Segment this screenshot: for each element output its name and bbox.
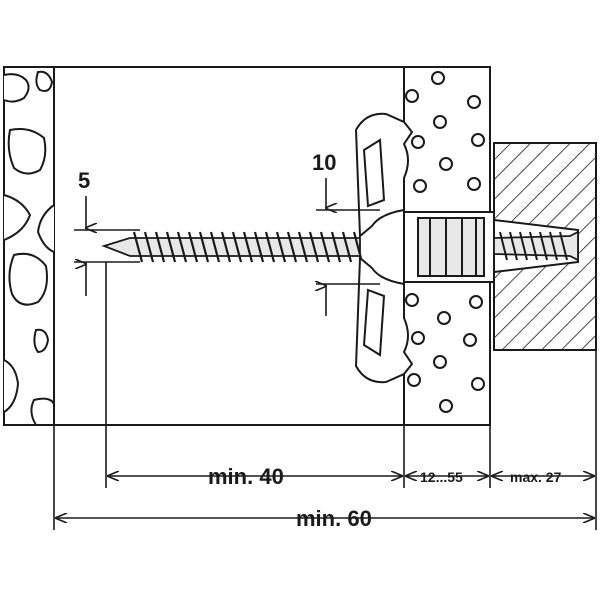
thread-mark: [132, 231, 144, 263]
thread-mark: [275, 231, 287, 263]
screw-threads: [132, 231, 364, 263]
thread-mark: [253, 231, 265, 263]
thread-mark: [154, 231, 166, 263]
label-screw-diameter: 5: [78, 168, 90, 193]
label-fixture-max: max. 27: [510, 469, 562, 485]
thread-mark: [220, 231, 232, 263]
thread-mark: [231, 231, 243, 263]
insulation-layer: [403, 67, 485, 425]
thread-mark: [499, 231, 508, 261]
thread-mark: [242, 231, 254, 263]
thread-mark: [143, 231, 155, 263]
screw-head: [493, 230, 579, 262]
thread-mark: [509, 231, 518, 261]
thread-mark: [319, 231, 331, 263]
thread-mark: [286, 231, 298, 263]
thread-mark: [264, 231, 276, 263]
thread-mark: [352, 231, 364, 263]
thread-mark: [549, 231, 558, 261]
thread-mark: [165, 231, 177, 263]
thread-mark: [539, 231, 548, 261]
thread-mark: [341, 231, 353, 263]
anchor-sleeve: [354, 112, 495, 384]
thread-mark: [308, 231, 320, 263]
thread-mark: [176, 231, 188, 263]
label-washer-height: 10: [312, 150, 336, 175]
thread-mark: [529, 231, 538, 261]
screw: [101, 231, 364, 263]
label-insulation-range: 12...55: [420, 469, 463, 485]
thread-mark: [209, 231, 221, 263]
thread-mark: [330, 231, 342, 263]
thread-mark: [297, 231, 309, 263]
label-total-depth: min. 60: [296, 506, 372, 531]
thread-mark: [187, 231, 199, 263]
head-threads: [499, 231, 568, 261]
stone-layer: [3, 67, 55, 426]
dimension-lines: [53, 178, 597, 530]
thread-mark: [559, 231, 568, 261]
thread-mark: [519, 231, 528, 261]
label-embed-depth: min. 40: [208, 464, 284, 489]
thread-mark: [198, 231, 210, 263]
